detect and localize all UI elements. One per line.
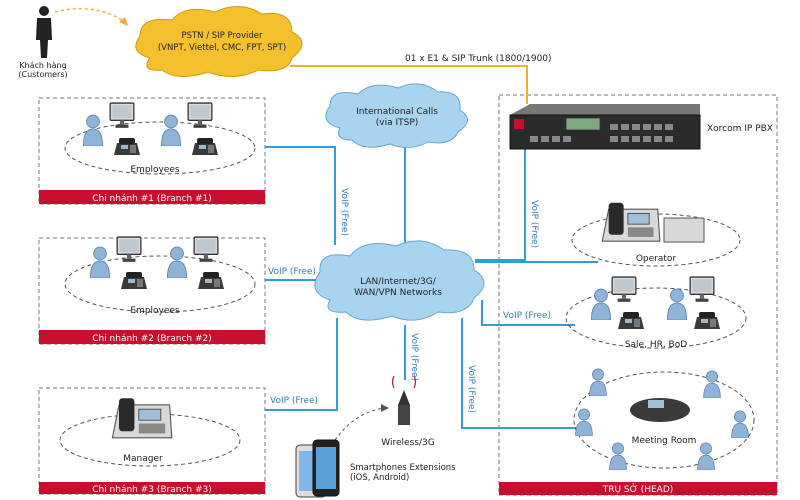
voip-label-pbx: VoIP (Free) (529, 200, 539, 248)
voip-label-branch3: VoIP (Free) (270, 396, 318, 406)
customers-arrowhead (119, 17, 128, 26)
head-footer: TRỤ SỞ (HEAD) (602, 483, 674, 495)
voip-label-meeting: VoIP (Free) (466, 365, 476, 413)
wireless-antenna-icon (391, 375, 417, 425)
monitor-icon (193, 236, 219, 263)
pstn-line1: PSTN / SIP Provider (181, 31, 263, 41)
deskphone-icon (111, 397, 173, 439)
branch3-footer-bar (39, 482, 265, 494)
pstn-line2: (VNPT, Viettel, CMC, FPT, SPT) (158, 43, 286, 53)
link-meeting (461, 318, 582, 429)
link-sales (481, 300, 575, 326)
monitor-icon (116, 236, 142, 263)
pbx-label: Xorcom IP PBX (707, 124, 773, 134)
meeting-label: Meeting Room (632, 436, 697, 446)
branch1-box (38, 97, 266, 205)
voip-links (265, 138, 598, 429)
voip-label-wireless: VoIP (Free) (409, 333, 419, 381)
phone-icon (198, 272, 224, 289)
voip-label-sales: VoIP (Free) (503, 311, 551, 321)
link-branch3 (265, 318, 338, 411)
phone-icon (114, 138, 140, 155)
person-icon (589, 368, 607, 396)
branch3-footer: Chi nhánh #3 (Branch #3) (92, 485, 212, 495)
monitor-icon (187, 102, 213, 129)
monitor-icon (689, 276, 715, 303)
operator-label: Operator (636, 254, 677, 264)
person-icon (590, 288, 612, 320)
expansion-module-icon (663, 217, 705, 243)
itsp-line1: International Calls (356, 107, 438, 117)
smartphone-arrow (334, 407, 386, 441)
pbx-device (509, 104, 701, 150)
voip-label-branch1: VoIP (Free) (339, 188, 349, 236)
sales-ellipse (565, 287, 747, 349)
voip-label-branch2: VoIP (Free) (268, 267, 316, 277)
customers-line1: Khách hàng (19, 61, 66, 70)
lan-cloud: LAN/Internet/3G/ WAN/VPN Networks (314, 240, 485, 321)
deskphone-icon (601, 202, 661, 242)
link-branch1 (265, 146, 336, 245)
sales-label: Sale, HR, BoD (625, 340, 687, 350)
smartphone-arrowhead (381, 404, 389, 412)
smartphone-icon (295, 439, 340, 498)
phone-icon (192, 138, 218, 155)
person-icon (82, 114, 104, 146)
branch1-footer: Chi nhánh #1 (Branch #1) (92, 194, 212, 204)
monitor-icon (109, 102, 135, 129)
customer-figure (36, 6, 52, 58)
person-icon (697, 442, 715, 470)
branch1-footer-bar (39, 190, 265, 204)
person-icon (731, 410, 749, 438)
person-icon (609, 442, 627, 470)
customers-line2: (Customers) (18, 70, 67, 79)
head-box (498, 94, 778, 496)
branch2-footer: Chi nhánh #2 (Branch #2) (92, 334, 212, 344)
meeting-ellipse (573, 371, 755, 469)
branch2-ellipse (64, 255, 256, 313)
person-icon (160, 114, 182, 146)
pstn-cloud: PSTN / SIP Provider (VNPT, Viettel, CMC,… (135, 6, 303, 77)
head-footer-bar (499, 482, 777, 495)
smartphones-line1: Smartphones Extensions (350, 463, 456, 473)
wireless-label: Wireless/3G (381, 438, 434, 448)
itsp-line2: (via ITSP) (376, 118, 419, 128)
operator-ellipse (571, 213, 741, 267)
customers-arrow (54, 7, 126, 23)
branch3-box (38, 387, 266, 495)
phone-icon (618, 312, 644, 329)
branch2-footer-bar (39, 330, 265, 344)
person-icon (89, 246, 111, 278)
branch3-group-label: Manager (123, 454, 163, 464)
person-icon (166, 246, 188, 278)
smartphones-line2: (iOS, Android) (350, 473, 409, 483)
itsp-cloud: International Calls (via ITSP) (325, 83, 468, 148)
link-pbx (475, 148, 526, 261)
branch2-box (38, 237, 266, 345)
person-icon (666, 288, 688, 320)
monitor-icon (611, 276, 637, 303)
branch1-group-label: Employees (130, 165, 180, 175)
phone-icon (694, 312, 720, 329)
phone-icon (121, 272, 147, 289)
branch2-group-label: Employees (130, 306, 180, 316)
branch1-ellipse (64, 121, 256, 175)
person-icon (703, 370, 721, 398)
conference-phone-icon (630, 398, 690, 422)
link-trunk (290, 65, 528, 104)
lan-line1: LAN/Internet/3G/ (360, 277, 437, 287)
trunk-label: 01 x E1 & SIP Trunk (1800/1900) (405, 54, 552, 64)
person-icon (575, 408, 593, 436)
lan-line2: WAN/VPN Networks (354, 288, 442, 298)
